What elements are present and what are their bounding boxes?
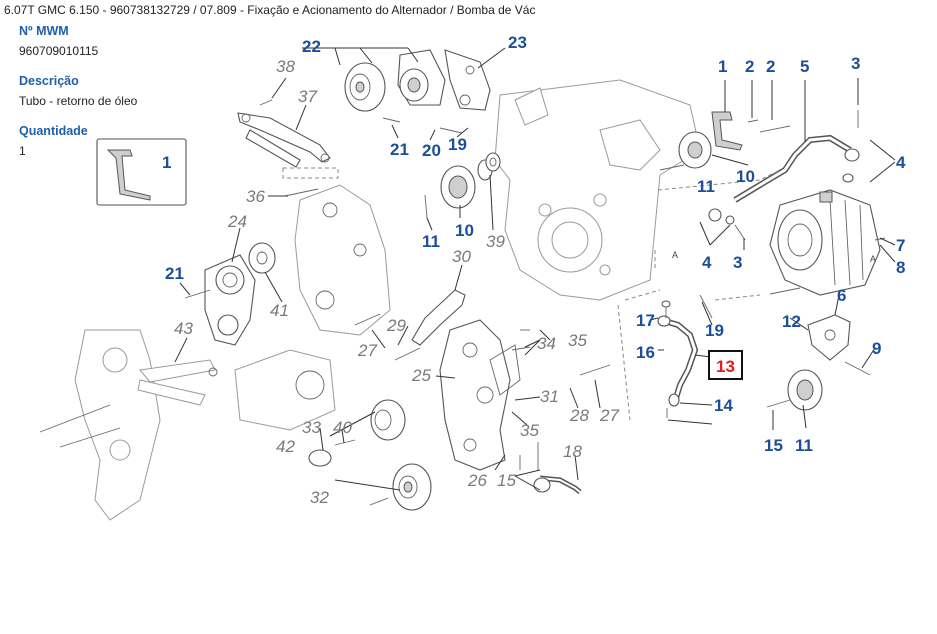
vacuum-hose-5 <box>708 134 860 225</box>
callout-red-13[interactable]: 13 <box>716 357 735 376</box>
part-inset: 1 <box>96 138 187 206</box>
description-section: Descrição Tubo - retorno de óleo <box>19 74 137 108</box>
engine-block <box>494 79 701 301</box>
callout-gray-32[interactable]: 32 <box>310 488 329 507</box>
callout-blue-16[interactable]: 16 <box>636 343 655 362</box>
callout-gray-41[interactable]: 41 <box>270 301 289 320</box>
callout-gray-35[interactable]: 35 <box>568 331 587 350</box>
callout-blue-8[interactable]: 8 <box>896 258 905 277</box>
callout-gray-15[interactable]: 15 <box>497 471 516 490</box>
tensioner-24 <box>204 254 256 346</box>
callout-blue-4[interactable]: 4 <box>896 153 906 172</box>
callout-gray-35[interactable]: 35 <box>520 421 539 440</box>
selected-part-box <box>708 350 743 380</box>
callout-gray-27[interactable]: 27 <box>357 341 377 360</box>
bracket-1 <box>711 111 743 151</box>
callout-blue-22[interactable]: 22 <box>302 37 321 56</box>
callout-blue-4[interactable]: 4 <box>702 253 712 272</box>
link-43 <box>137 359 218 406</box>
callout-gray-34[interactable]: 34 <box>537 334 556 353</box>
callout-blue-23[interactable]: 23 <box>508 33 527 52</box>
callout-gray-42[interactable]: 42 <box>276 437 295 456</box>
bracket-6 <box>807 314 851 361</box>
alternator-support-bracket <box>234 184 391 431</box>
callout-gray-29[interactable]: 29 <box>386 316 406 335</box>
callout-blue-7[interactable]: 7 <box>896 236 905 255</box>
arrow-a-left: A <box>672 250 678 260</box>
callout-gray-25[interactable]: 25 <box>411 366 431 385</box>
mwm-number-section: Nº MWM 960709010115 <box>19 24 98 58</box>
callout-gray-33[interactable]: 33 <box>302 418 321 437</box>
pulley-10-upper <box>678 131 712 169</box>
callout-gray-38[interactable]: 38 <box>276 57 295 76</box>
callout-gray-18[interactable]: 18 <box>563 442 582 461</box>
callout-gray-28[interactable]: 28 <box>569 406 589 425</box>
callout-inset-1[interactable]: 1 <box>162 153 171 172</box>
pulley-41 <box>248 242 276 274</box>
callout-blue-5[interactable]: 5 <box>800 57 809 76</box>
callout-blue-12[interactable]: 12 <box>782 312 801 331</box>
callout-gray-27[interactable]: 27 <box>599 406 619 425</box>
quantity-value: 1 <box>19 144 26 158</box>
callout-gray-37[interactable]: 37 <box>298 87 317 106</box>
callout-blue-11[interactable]: 11 <box>795 436 813 455</box>
pulley-10-left <box>440 152 501 209</box>
callout-blue-10[interactable]: 10 <box>455 221 474 240</box>
callout-gray-26[interactable]: 26 <box>467 471 487 490</box>
callout-blue-10[interactable]: 10 <box>736 167 755 186</box>
leader-lines <box>174 47 896 491</box>
callout-gray-40[interactable]: 40 <box>333 418 352 437</box>
idler-pulley-33 <box>370 399 406 441</box>
idler-pulleys-22 <box>344 49 446 112</box>
callout-blue-14[interactable]: 14 <box>714 396 733 415</box>
hose-18 <box>533 475 582 494</box>
callout-blue-2[interactable]: 2 <box>745 57 754 76</box>
mwm-number-label: Nº MWM <box>19 24 69 38</box>
callout-blue-2[interactable]: 2 <box>766 57 775 76</box>
callout-gray-30[interactable]: 30 <box>452 247 471 266</box>
cap-42 <box>308 449 332 467</box>
callout-blue-6[interactable]: 6 <box>837 286 846 305</box>
pulley-10-right <box>787 369 823 411</box>
bolts <box>184 99 886 506</box>
arrow-a-right: A <box>870 254 876 264</box>
description-value: Tubo - retorno de óleo <box>19 94 138 108</box>
arm-37 <box>237 112 339 179</box>
page-title: 6.07T GMC 6.150 - 960738132729 / 07.809 … <box>4 3 536 17</box>
callout-blue-21[interactable]: 21 <box>165 264 184 283</box>
quantity-label: Quantidade <box>19 124 88 138</box>
callout-gray-31[interactable]: 31 <box>540 387 559 406</box>
callout-blue-11[interactable]: 11 <box>422 232 440 251</box>
bracket-30 <box>411 289 466 346</box>
callout-blue-9[interactable]: 9 <box>872 339 881 358</box>
alternator <box>769 189 881 296</box>
callout-blue-21[interactable]: 21 <box>390 140 409 159</box>
callout-blue-3[interactable]: 3 <box>733 253 742 272</box>
callout-blue-19[interactable]: 19 <box>705 321 724 340</box>
callout-gray-43[interactable]: 43 <box>174 319 193 338</box>
callout-gray-39[interactable]: 39 <box>486 232 505 251</box>
bracket-23 <box>444 49 491 111</box>
alternator-bracket-25 <box>439 319 521 471</box>
callout-blue-17[interactable]: 17 <box>636 311 655 330</box>
callout-blue-11[interactable]: 11 <box>697 177 715 196</box>
callout-blue-1[interactable]: 1 <box>718 57 727 76</box>
callout-blue-19[interactable]: 19 <box>448 135 467 154</box>
callout-blue-3[interactable]: 3 <box>851 54 860 73</box>
engine-mount-bracket <box>39 329 161 521</box>
callout-blue-15[interactable]: 15 <box>764 436 783 455</box>
idler-pulley-32 <box>392 463 432 511</box>
quantity-section: Quantidade 1 <box>19 124 88 158</box>
callout-gray-24[interactable]: 24 <box>227 212 247 231</box>
mwm-number-value: 960709010115 <box>19 44 99 58</box>
callout-blue-20[interactable]: 20 <box>422 141 441 160</box>
description-label: Descrição <box>19 74 79 88</box>
oil-return-tube-13 <box>657 300 699 418</box>
callout-gray-36[interactable]: 36 <box>246 187 265 206</box>
